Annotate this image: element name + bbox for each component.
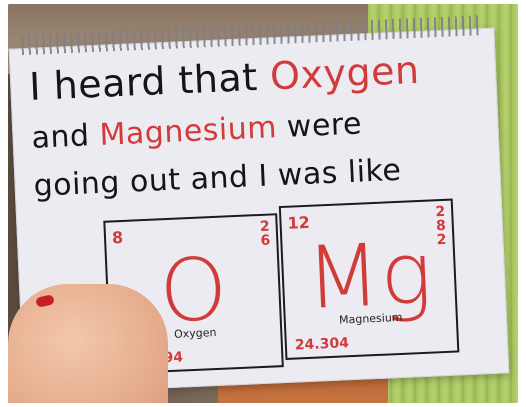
sign-line-3: going out and I was like <box>32 152 402 204</box>
atomic-mass: 24.304 <box>294 335 350 354</box>
line1-text: I heard that <box>28 54 272 109</box>
holding-hand <box>8 284 168 403</box>
element-tile-magnesium: 12 2 8 2 Mg Magnesium 24.304 <box>278 198 460 360</box>
line2-magnesium: Magnesium <box>98 110 278 153</box>
sign-line-1: I heard that Oxygen <box>28 48 420 109</box>
sign-line-2: and Magnesium were <box>31 106 363 155</box>
line1-oxygen: Oxygen <box>269 47 421 99</box>
photo: I heard that Oxygen and Magnesium were g… <box>8 4 518 403</box>
line2-and: and <box>30 117 101 156</box>
line2-text: were <box>286 106 363 145</box>
